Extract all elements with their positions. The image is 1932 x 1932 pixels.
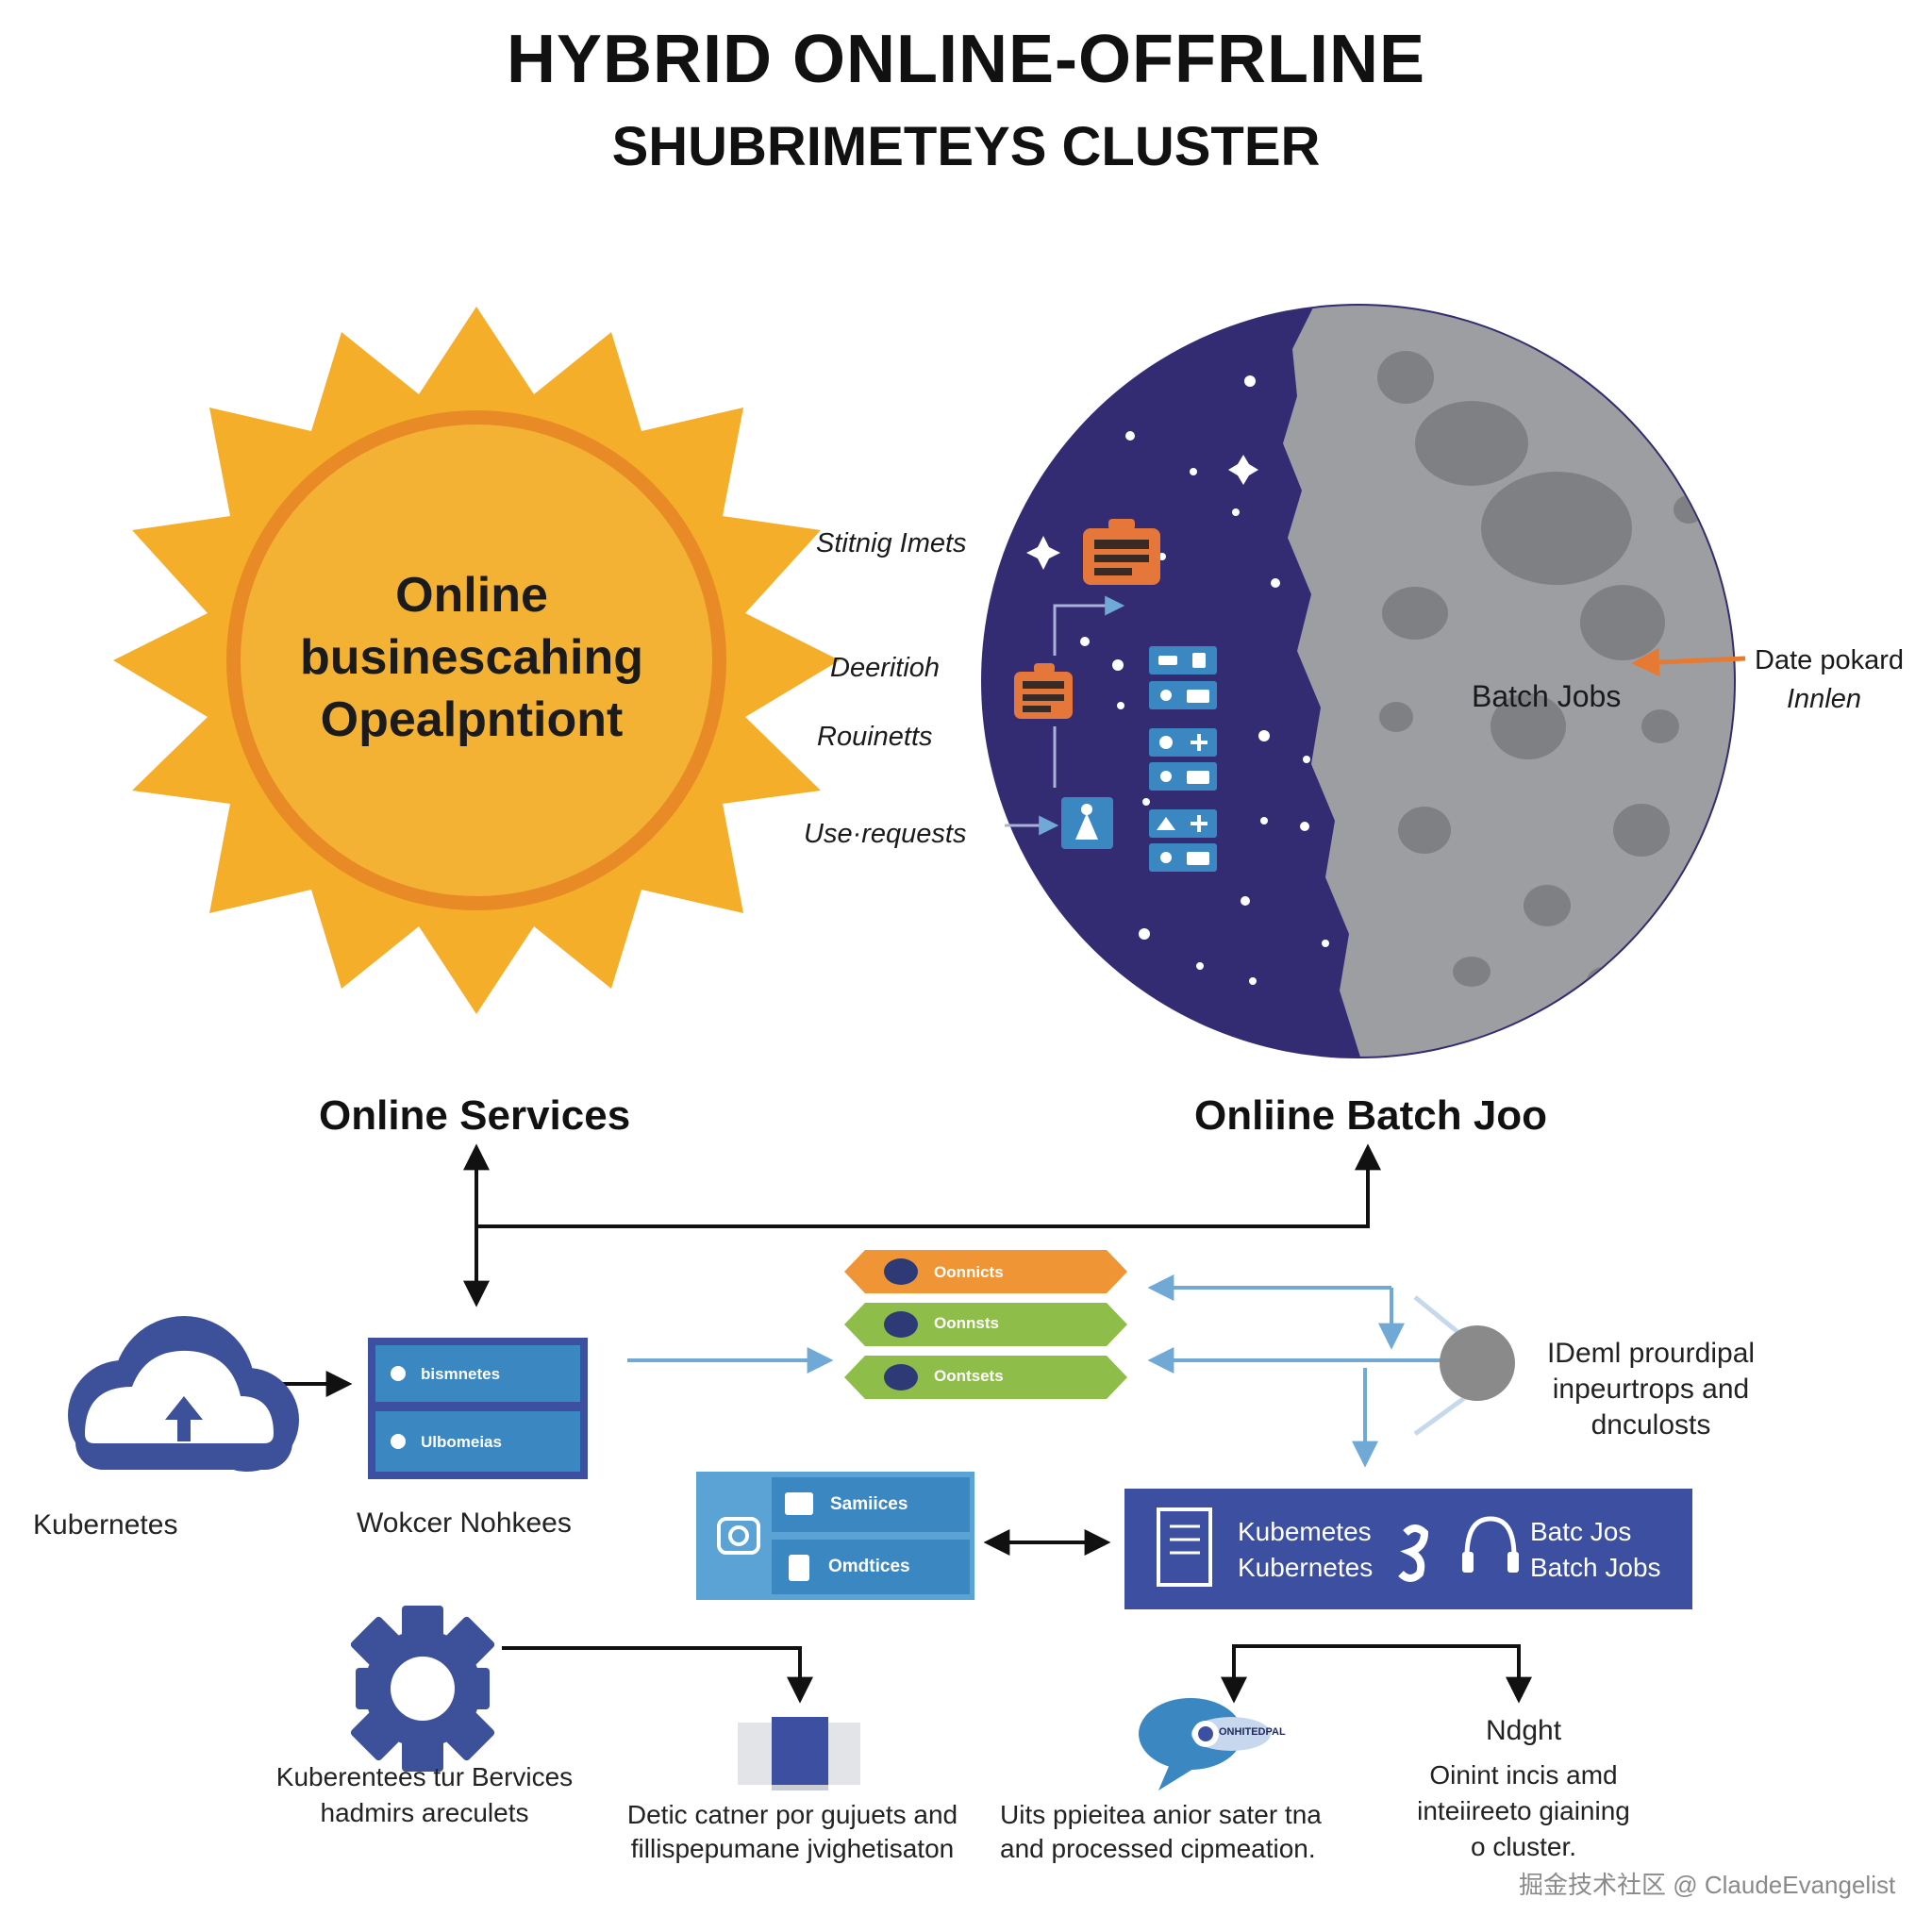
user-request-icon xyxy=(1061,797,1113,849)
processing-note-line-3: dnculosts xyxy=(1591,1409,1711,1441)
chevron-label-2: Oonnsts xyxy=(934,1314,999,1332)
batch-box-right-line-2: Batch Jobs xyxy=(1530,1553,1661,1582)
chevron-dot-icon xyxy=(884,1364,918,1391)
worker-node-row-1: bismnetes xyxy=(421,1365,501,1383)
gear-caption-line-2: hadmirs areculets xyxy=(320,1798,529,1827)
chevron-dot-icon xyxy=(884,1258,918,1285)
moon-side-label-2: Deeritioh xyxy=(830,653,941,683)
chevron-banner xyxy=(844,1303,1127,1346)
kubernetes-label: Kubernetes xyxy=(33,1509,178,1541)
stream-caption-line-2: and processed cipmeation. xyxy=(1000,1834,1316,1863)
processing-note-line-2: inpeurtrops and xyxy=(1552,1374,1750,1405)
moon-side-label-3: Rouinetts xyxy=(817,722,933,752)
chevron-banner xyxy=(844,1356,1127,1399)
worker-nodes-label: Wokcer Nohkees xyxy=(357,1507,572,1539)
batch-box-right-line-1: Batc Jos xyxy=(1530,1517,1632,1546)
worker-nodes-box xyxy=(368,1338,588,1479)
sun-label-line-3: Opealpntiont xyxy=(320,692,624,747)
flow-connector-up xyxy=(1053,595,1125,656)
watermark: 掘金技术社区 @ ClaudeEvangelist xyxy=(1519,1871,1896,1899)
processing-node-circle xyxy=(1440,1325,1515,1401)
chevron-label-3: Oontsets xyxy=(934,1367,1004,1385)
moon-icons xyxy=(1005,519,1217,872)
night-caption-line-3: o cluster. xyxy=(1470,1832,1577,1861)
data-pointer-arrow xyxy=(1631,647,1746,676)
sun-illustration xyxy=(113,307,840,1014)
storage-icon-middle xyxy=(1014,663,1073,719)
night-caption-line-1: Oinint incis amd xyxy=(1429,1760,1618,1790)
stream-logo-text: ONHITEDPAL xyxy=(1219,1726,1286,1738)
moon-center-label: Batch Jobs xyxy=(1472,679,1622,713)
gear-caption-line-1: Kuberentees tur Bervices xyxy=(275,1762,574,1791)
pointer-label-line-2: Innlen xyxy=(1787,684,1862,714)
diagram-title: HYBRID ONLINE-OFFRLINE xyxy=(507,22,1425,97)
chevron-banner xyxy=(844,1250,1127,1293)
batch-box-left-line-1: Kubemetes xyxy=(1238,1517,1372,1546)
online-services-heading: Online Services xyxy=(319,1092,631,1139)
moon-side-label-4: Use·requests xyxy=(804,819,967,849)
worker-node-row-2: Ulbomeias xyxy=(421,1433,502,1451)
container-caption-line-2: fillispepumane jvighetisaton xyxy=(630,1834,955,1863)
moon-gray-side xyxy=(1283,306,1734,1057)
moon-side-label-1: Stitnig Imets xyxy=(816,528,967,558)
gear-icon xyxy=(350,1606,495,1772)
batch-box-left-line-2: Kubernetes xyxy=(1238,1553,1374,1582)
pointer-label-line-1: Date pokard xyxy=(1755,645,1904,675)
service-tile-stack xyxy=(1149,646,1217,872)
chevron-banners xyxy=(844,1250,1127,1399)
processing-note-line-1: IDeml prourdipal xyxy=(1546,1338,1756,1369)
sun-core xyxy=(241,425,712,896)
stream-bubble-icon xyxy=(1139,1698,1271,1790)
sun-label-line-1: Online xyxy=(395,568,548,623)
stream-caption-line-1: Uits ppieitea anior sater tna xyxy=(1000,1800,1322,1829)
batch-job-heading: Onliine Batch Joo xyxy=(1194,1092,1548,1139)
batch-jobs-box xyxy=(1124,1489,1692,1609)
container-icon xyxy=(738,1717,860,1790)
moon-craters xyxy=(1377,351,1704,995)
container-caption-line-1: Detic catner por gujuets and xyxy=(626,1800,958,1829)
chevron-dot-icon xyxy=(884,1311,918,1338)
storage-icon-top xyxy=(1083,519,1160,585)
kubernetes-cloud-icon xyxy=(68,1316,299,1472)
night-title: Ndght xyxy=(1485,1715,1562,1746)
chevron-label-1: Oonnicts xyxy=(934,1263,1004,1281)
services-row-1: Samiices xyxy=(830,1494,908,1514)
diagram-subtitle: SHUBRIMETEYS CLUSTER xyxy=(611,116,1321,177)
moon-illustration xyxy=(981,304,1746,1058)
night-caption-line-2: inteiireeto giaining xyxy=(1417,1796,1630,1825)
top-flow-arrows xyxy=(253,1143,1532,1704)
sun-label-line-2: businescahing xyxy=(299,630,644,685)
services-row-2: Omdtices xyxy=(828,1557,910,1576)
services-box xyxy=(696,1472,974,1600)
